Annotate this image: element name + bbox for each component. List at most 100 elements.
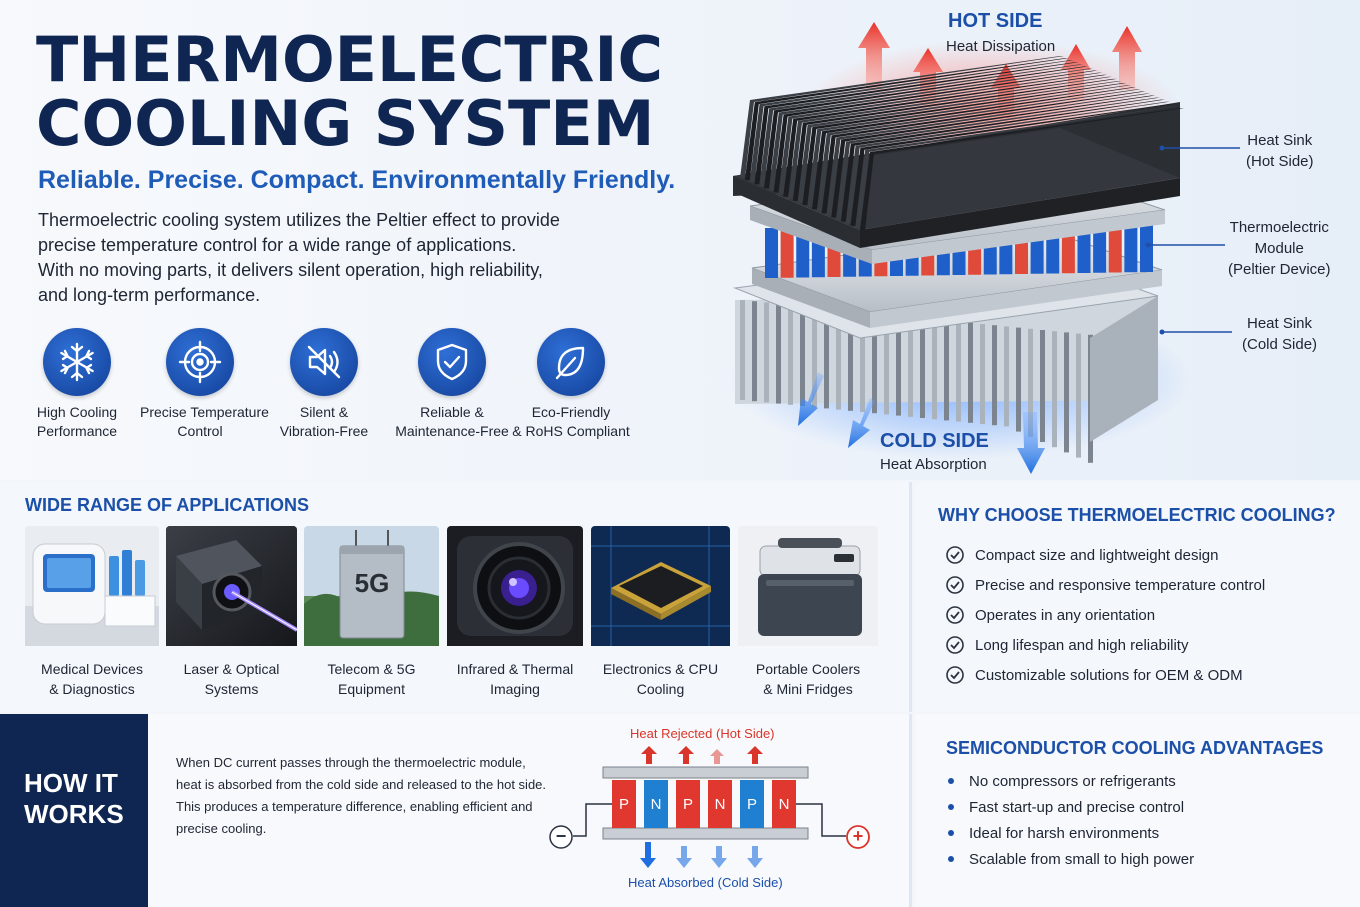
bullet-icon <box>948 778 954 784</box>
heat-absorbed-label: Heat Absorbed (Cold Side) <box>628 875 783 890</box>
app-label-line: Equipment <box>338 681 405 697</box>
p-element: P <box>746 795 757 813</box>
callout-line: Thermoelectric <box>1229 219 1329 236</box>
heat-rejected-label: Heat Rejected (Hot Side) <box>630 726 775 741</box>
page-title: THERMOELECTRIC COOLING SYSTEM <box>36 28 663 156</box>
app-label-line: Infrared & Thermal <box>456 661 574 677</box>
description: Thermoelectric cooling system utilizes t… <box>38 208 598 308</box>
description-line: Thermoelectric cooling system utilizes t… <box>38 210 560 230</box>
list-item-text: Operates in any orientation <box>975 606 1156 624</box>
list-item: Customizable solutions for OEM & ODM <box>945 660 1265 690</box>
list-item: Operates in any orientation <box>945 600 1265 630</box>
app-label: Infrared & Thermal Imaging <box>447 659 583 699</box>
list-item: Precise and responsive temperature contr… <box>945 570 1265 600</box>
feature-reliable: Reliable & Maintenance-Free <box>387 328 517 441</box>
shield-check-icon <box>418 328 486 396</box>
app-telecom-5g: 5G Telecom & 5G Equipment <box>304 526 439 699</box>
hot-side-title: HOT SIDE <box>948 10 1043 32</box>
medical-device-image <box>25 526 159 651</box>
app-label-line: Laser & Optical <box>183 661 280 677</box>
minus-sign: − <box>555 826 567 846</box>
list-item: Fast start-up and precise control <box>948 794 1194 820</box>
app-label: Laser & Optical Systems <box>166 659 297 699</box>
check-circle-icon <box>946 606 964 624</box>
callout-line: (Cold Side) <box>1242 336 1318 353</box>
mute-speaker-icon <box>290 328 358 396</box>
feature-label-line: Precise Temperature <box>140 404 269 420</box>
feature-label-line: Vibration-Free <box>279 423 369 439</box>
applications-title: WIDE RANGE OF APPLICATIONS <box>25 495 310 515</box>
how-it-works-banner <box>0 714 148 907</box>
semiconductor-title: SEMICONDUCTOR COOLING ADVANTAGES <box>946 738 1324 758</box>
app-label-line: Imaging <box>490 681 540 697</box>
how-title-line: WORKS <box>24 799 124 829</box>
description-line: precise temperature control for a wide r… <box>38 235 517 255</box>
snowflake-icon <box>43 328 111 396</box>
callout-hot-heatsink: Heat Sink (Hot Side) <box>1246 130 1314 172</box>
how-it-works-title: HOW IT WORKS <box>24 768 124 830</box>
app-label-line: Medical Devices <box>41 661 143 677</box>
app-portable-coolers: Portable Coolers & Mini Fridges <box>738 526 878 699</box>
app-label-line: Telecom & 5G <box>327 661 416 677</box>
p-element: P <box>618 795 629 813</box>
app-label: Electronics & CPU Cooling <box>591 659 730 699</box>
feature-label-line: Maintenance-Free <box>395 423 509 439</box>
feature-silent: Silent & Vibration-Free <box>264 328 384 441</box>
pn-junction-diagram <box>549 746 870 868</box>
plus-sign: + <box>852 826 864 846</box>
app-label: Portable Coolers & Mini Fridges <box>738 659 878 699</box>
app-label-line: & Diagnostics <box>49 681 135 697</box>
feature-label: Reliable & Maintenance-Free <box>387 403 517 441</box>
hot-side-subtitle: Heat Dissipation <box>946 38 1056 55</box>
app-label-line: Cooling <box>636 681 685 697</box>
how-text-line: heat is absorbed from the cold side and … <box>176 777 547 792</box>
list-item: Ideal for harsh environments <box>948 820 1194 846</box>
list-item: Scalable from small to high power <box>948 846 1194 872</box>
feature-label-line: Silent & <box>299 404 349 420</box>
app-electronics-cpu: Electronics & CPU Cooling <box>591 526 730 699</box>
feature-precise-temperature: Precise Temperature Control <box>140 328 269 441</box>
list-item-text: Ideal for harsh environments <box>969 824 1160 842</box>
how-text-line: precise cooling. <box>176 821 267 836</box>
list-item-text: Long lifespan and high reliability <box>975 636 1189 654</box>
leaf-icon <box>537 328 605 396</box>
cold-side-subtitle: Heat Absorption <box>880 456 987 473</box>
check-circle-icon <box>946 666 964 684</box>
plus-terminal-icon <box>846 825 870 849</box>
minus-terminal-icon <box>549 825 573 849</box>
app-label-line: & Mini Fridges <box>763 681 853 697</box>
callout-line: Heat Sink <box>1247 132 1313 149</box>
app-infrared-thermal: Infrared & Thermal Imaging <box>447 526 583 699</box>
feature-label: Precise Temperature Control <box>140 403 269 441</box>
cold-arrows <box>798 372 1045 474</box>
how-it-works-text: When DC current passes through the therm… <box>176 752 556 840</box>
app-medical-devices: Medical Devices & Diagnostics <box>25 526 159 699</box>
list-item: No compressors or refrigerants <box>948 768 1194 794</box>
callout-thermoelectric-module: Thermoelectric Module (Peltier Device) <box>1228 217 1331 280</box>
list-item-text: No compressors or refrigerants <box>969 772 1176 790</box>
laser-module-image <box>166 526 297 651</box>
list-item-text: Scalable from small to high power <box>969 850 1195 868</box>
hot-heatsink <box>733 56 1184 248</box>
bullet-icon <box>948 804 954 810</box>
n-element: N <box>778 795 790 813</box>
why-choose-list: Compact size and lightweight design Prec… <box>945 540 1265 690</box>
app-label: Telecom & 5G Equipment <box>304 659 439 699</box>
check-circle-icon <box>946 546 964 564</box>
feature-label-line: High Cooling <box>36 404 118 420</box>
semiconductor-panel <box>915 714 1360 907</box>
feature-label-line: Reliable & <box>420 404 484 420</box>
callout-line: Module <box>1254 240 1304 257</box>
feature-label-line: Performance <box>36 423 118 439</box>
feature-label-line: Eco-Friendly <box>531 404 611 420</box>
feature-label-line: Control <box>177 423 223 439</box>
list-item: Compact size and lightweight design <box>945 540 1265 570</box>
app-laser-optical: Laser & Optical Systems <box>166 526 297 699</box>
tagline: Reliable. Precise. Compact. Environmenta… <box>38 166 676 194</box>
list-item-text: Fast start-up and precise control <box>969 798 1185 816</box>
description-line: With no moving parts, it delivers silent… <box>38 260 543 280</box>
app-label-line: Electronics & CPU <box>602 661 719 677</box>
bullet-icon <box>948 856 954 862</box>
app-label: Medical Devices & Diagnostics <box>25 659 159 699</box>
semiconductor-list: No compressors or refrigerants Fast star… <box>948 768 1194 872</box>
